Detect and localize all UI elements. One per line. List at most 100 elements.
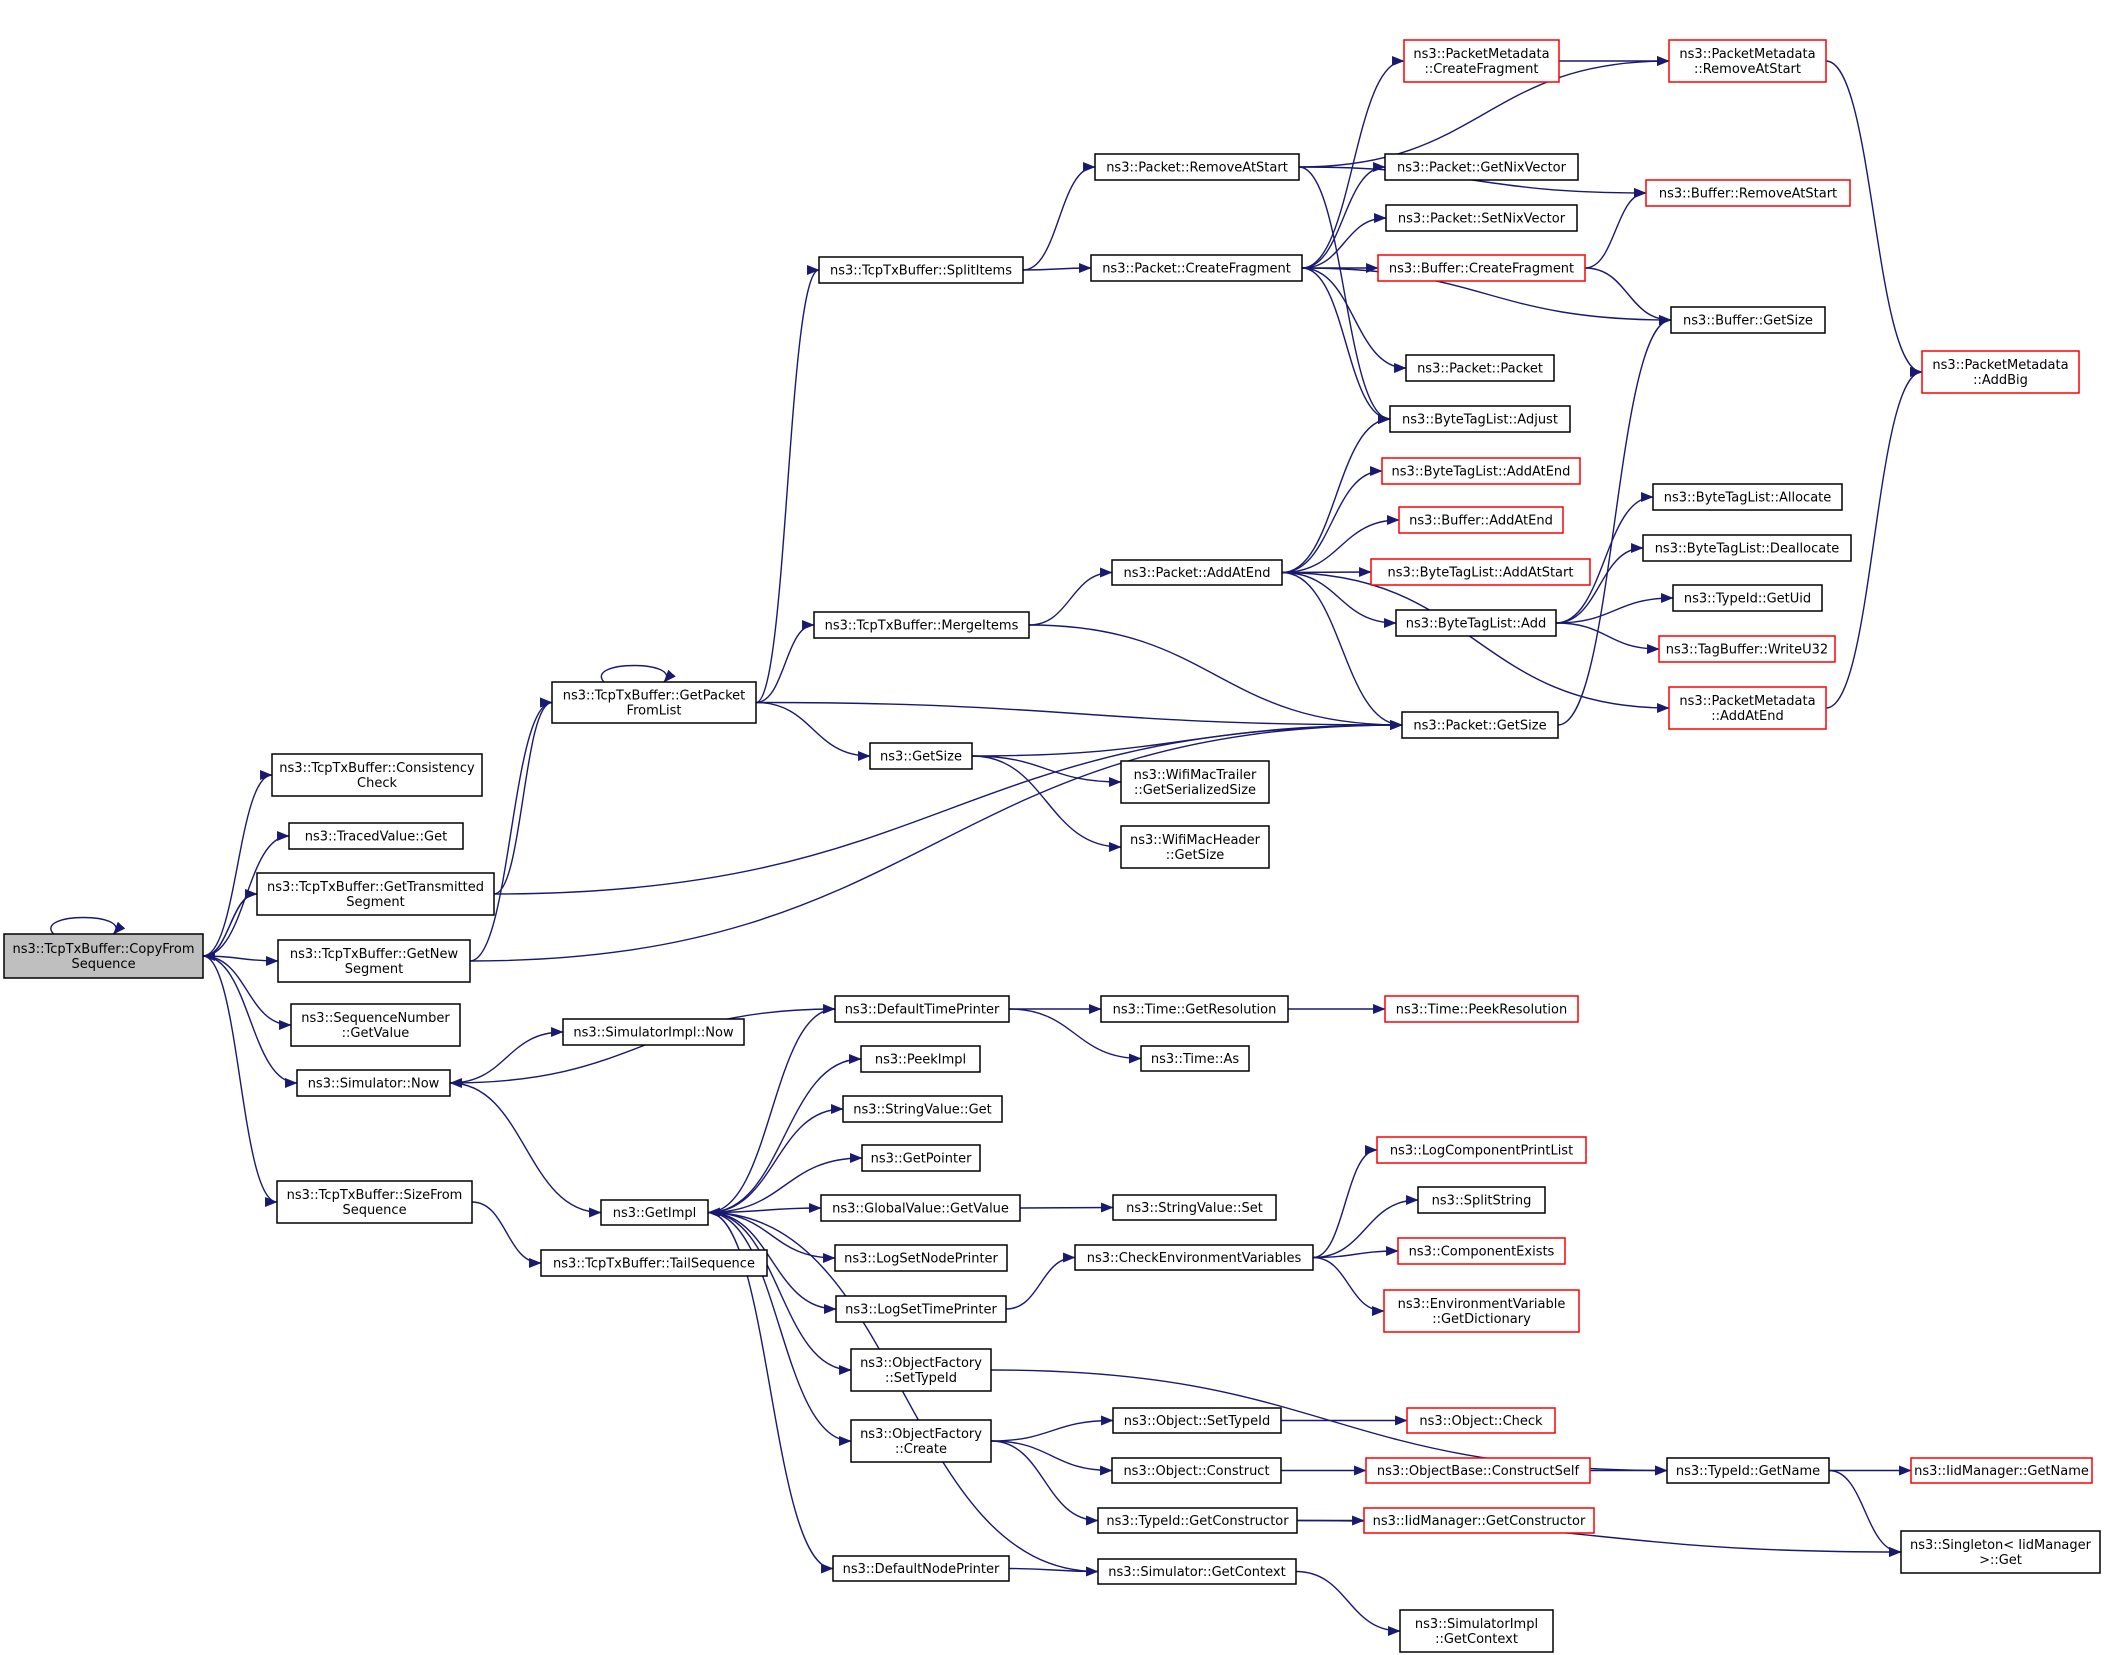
node-ObjectBaseConstructSelf[interactable]: ns3::ObjectBase::ConstructSelf <box>1365 1457 1591 1484</box>
edge-PacketCreateFragment-to-PacketPacket <box>1301 267 1407 374</box>
node-EnvVarGetDictionary[interactable]: ns3::EnvironmentVariable::GetDictionary <box>1383 1289 1580 1333</box>
node-SeqNumGetValue[interactable]: ns3::SequenceNumber::GetValue <box>290 1003 461 1047</box>
node-PktMetaRemoveAtStart[interactable]: ns3::PacketMetadata::RemoveAtStart <box>1668 39 1827 83</box>
node-TracedValueGet[interactable]: ns3::TracedValue::Get <box>288 822 464 850</box>
node-CheckEnvironmentVariables[interactable]: ns3::CheckEnvironmentVariables <box>1074 1244 1314 1271</box>
node-SimulatorImplGetContext[interactable]: ns3::SimulatorImpl::GetContext <box>1399 1609 1554 1653</box>
node-IidManagerGetConstructor[interactable]: ns3::IidManager::GetConstructor <box>1363 1507 1595 1534</box>
node-box <box>1921 350 2080 394</box>
node-BufferAddAtEnd[interactable]: ns3::Buffer::AddAtEnd <box>1398 506 1564 534</box>
node-BufferGetSize[interactable]: ns3::Buffer::GetSize <box>1670 306 1826 334</box>
node-ComponentExists[interactable]: ns3::ComponentExists <box>1397 1237 1566 1265</box>
node-DefaultTimePrinter[interactable]: ns3::DefaultTimePrinter <box>834 995 1010 1023</box>
node-SplitString[interactable]: ns3::SplitString <box>1417 1186 1546 1214</box>
node-label: ns3::PacketMetadata <box>1679 694 1815 709</box>
node-StringValueSet[interactable]: ns3::StringValue::Set <box>1112 1194 1277 1221</box>
node-PktMetaCreateFragment[interactable]: ns3::PacketMetadata::CreateFragment <box>1403 39 1560 83</box>
node-WifiMacHeaderGetSize[interactable]: ns3::WifiMacHeader::GetSize <box>1120 825 1270 869</box>
node-StringValueGet[interactable]: ns3::StringValue::Get <box>842 1095 1003 1123</box>
edge-GetNewSegment-to-GetPacketFromList <box>469 697 553 962</box>
node-DefaultNodePrinter[interactable]: ns3::DefaultNodePrinter <box>832 1555 1010 1582</box>
node-box <box>1668 686 1827 730</box>
node-ByteTagListDeallocate[interactable]: ns3::ByteTagList::Deallocate <box>1642 534 1852 562</box>
edge-CheckEnvironmentVariables-to-ComponentExists <box>1312 1245 1399 1259</box>
node-GetPointer[interactable]: ns3::GetPointer <box>861 1144 981 1172</box>
node-SimulatorGetContext[interactable]: ns3::Simulator::GetContext <box>1097 1558 1297 1585</box>
node-box <box>1097 1558 1297 1585</box>
node-label: Check <box>357 776 397 791</box>
node-box <box>1377 254 1586 282</box>
node-ObjectConstruct[interactable]: ns3::Object::Construct <box>1111 1457 1282 1484</box>
node-TypeIdGetUid[interactable]: ns3::TypeId::GetUid <box>1672 584 1823 612</box>
edge-GetPacketFromList-to-PacketGetSize <box>755 701 1403 731</box>
node-PacketGetSize[interactable]: ns3::Packet::GetSize <box>1401 711 1559 739</box>
node-TypeIdGetConstructor[interactable]: ns3::TypeId::GetConstructor <box>1097 1507 1298 1534</box>
node-BufferRemoveAtStart[interactable]: ns3::Buffer::RemoveAtStart <box>1645 179 1851 207</box>
edge-GetSizeFn-to-WifiMacTrailerGetSerializedSize <box>971 755 1122 788</box>
node-label: ns3::PacketMetadata <box>1679 47 1815 62</box>
node-label: Sequence <box>342 1203 406 1218</box>
node-label: ns3::TcpTxBuffer::GetPacket <box>563 689 746 704</box>
node-PeekImpl[interactable]: ns3::PeekImpl <box>860 1045 981 1073</box>
node-TimeGetResolution[interactable]: ns3::Time::GetResolution <box>1100 995 1289 1023</box>
node-label: ns3::DefaultTimePrinter <box>845 1003 1000 1018</box>
node-GetImpl[interactable]: ns3::GetImpl <box>600 1199 709 1226</box>
node-label: ns3::ByteTagList::Deallocate <box>1655 542 1840 557</box>
node-GetSizeFn[interactable]: ns3::GetSize <box>869 742 973 770</box>
node-PacketRemoveAtStart[interactable]: ns3::Packet::RemoveAtStart <box>1094 153 1300 181</box>
node-GlobalValueGetValue[interactable]: ns3::GlobalValue::GetValue <box>820 1194 1021 1222</box>
node-label: ns3::StringValue::Get <box>853 1103 991 1118</box>
edge-ByteTagListAdd-to-TypeIdGetUid <box>1555 592 1674 624</box>
node-PacketAddAtEnd[interactable]: ns3::Packet::AddAtEnd <box>1111 559 1283 586</box>
node-TailSequence[interactable]: ns3::TcpTxBuffer::TailSequence <box>540 1249 768 1277</box>
node-label: ns3::DefaultNodePrinter <box>843 1562 1000 1577</box>
node-LogSetNodePrinter[interactable]: ns3::LogSetNodePrinter <box>834 1244 1008 1272</box>
node-LogSetTimePrinter[interactable]: ns3::LogSetTimePrinter <box>835 1295 1007 1323</box>
node-ObjectFactorySetTypeId[interactable]: ns3::ObjectFactory::SetTypeId <box>850 1348 992 1392</box>
node-ObjectSetTypeId[interactable]: ns3::Object::SetTypeId <box>1112 1407 1282 1434</box>
node-SplitItems[interactable]: ns3::TcpTxBuffer::SplitItems <box>818 256 1024 284</box>
node-SimulatorImplNow[interactable]: ns3::SimulatorImpl::Now <box>562 1018 745 1046</box>
node-PacketSetNixVector[interactable]: ns3::Packet::SetNixVector <box>1385 204 1578 232</box>
node-SimulatorNow[interactable]: ns3::Simulator::Now <box>296 1069 451 1097</box>
node-PacketCreateFragment[interactable]: ns3::Packet::CreateFragment <box>1090 254 1303 282</box>
node-ByteTagListAddAtStart[interactable]: ns3::ByteTagList::AddAtStart <box>1370 558 1591 586</box>
node-PacketGetNixVector[interactable]: ns3::Packet::GetNixVector <box>1384 153 1579 181</box>
edge-GetPacketFromList-to-SplitItems <box>755 265 820 704</box>
node-label: ns3::TcpTxBuffer::SizeFrom <box>287 1188 463 1203</box>
node-BufferCreateFragment[interactable]: ns3::Buffer::CreateFragment <box>1377 254 1586 282</box>
node-SingletonGet[interactable]: ns3::Singleton< IidManager >::Get <box>1900 1530 2101 1574</box>
node-WifiMacTrailerGetSerializedSize[interactable]: ns3::WifiMacTrailer::GetSerializedSize <box>1120 760 1270 804</box>
edge-GetImpl-to-LogSetTimePrinter <box>707 1211 837 1315</box>
node-TimeAs[interactable]: ns3::Time::As <box>1140 1045 1250 1072</box>
node-LogComponentPrintList[interactable]: ns3::LogComponentPrintList <box>1376 1136 1587 1164</box>
node-MergeItems[interactable]: ns3::TcpTxBuffer::MergeItems <box>813 611 1030 639</box>
node-ObjectCheck[interactable]: ns3::Object::Check <box>1406 1407 1556 1434</box>
node-IidManagerGetName[interactable]: ns3::IidManager::GetName <box>1910 1457 2093 1484</box>
node-ByteTagListAdd[interactable]: ns3::ByteTagList::Add <box>1395 609 1557 637</box>
node-TagBufferWriteU32[interactable]: ns3::TagBuffer::WriteU32 <box>1658 635 1836 663</box>
node-ObjectFactoryCreate[interactable]: ns3::ObjectFactory::Create <box>850 1419 992 1463</box>
node-PktMetaAddBig[interactable]: ns3::PacketMetadata::AddBig <box>1921 350 2080 394</box>
node-label: ns3::Time::PeekResolution <box>1396 1003 1567 1018</box>
node-TypeIdGetName[interactable]: ns3::TypeId::GetName <box>1666 1457 1830 1484</box>
node-label: ns3::PacketMetadata <box>1932 358 2068 373</box>
node-box <box>1120 760 1270 804</box>
node-ByteTagListAdjust[interactable]: ns3::ByteTagList::Adjust <box>1389 405 1571 433</box>
node-ByteTagListAddAtEnd[interactable]: ns3::ByteTagList::AddAtEnd <box>1381 457 1581 485</box>
node-label: Segment <box>345 962 404 977</box>
node-box <box>1670 306 1826 334</box>
edge-DefaultTimePrinter-to-TimeAs <box>1008 1008 1142 1064</box>
node-PktMetaAddAtEnd[interactable]: ns3::PacketMetadata::AddAtEnd <box>1668 686 1827 730</box>
node-TimePeekResolution[interactable]: ns3::Time::PeekResolution <box>1384 995 1579 1023</box>
node-box <box>1417 1186 1546 1214</box>
edge-SimulatorNow-to-SimulatorImplNow <box>449 1026 564 1084</box>
node-ByteTagListAllocate[interactable]: ns3::ByteTagList::Allocate <box>1652 483 1843 511</box>
node-PacketPacket[interactable]: ns3::Packet::Packet <box>1405 354 1555 382</box>
